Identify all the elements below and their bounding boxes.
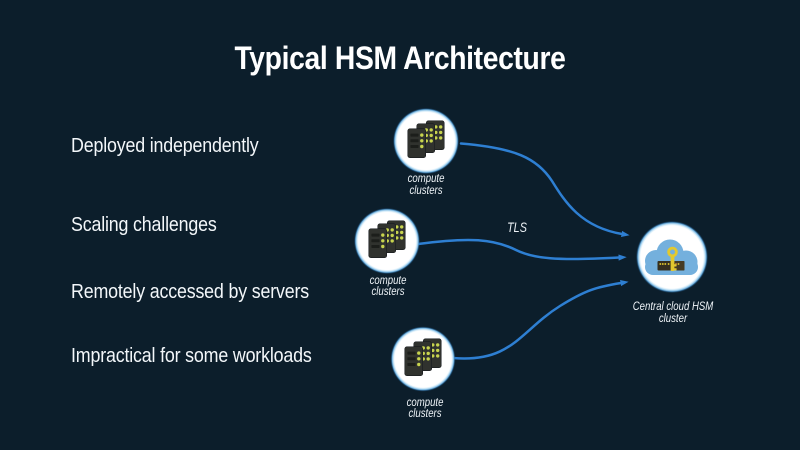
central-node [636,221,708,293]
compute-node-3-label: compute clusters [406,394,444,421]
bullet-impractical-workloads: Impractical for some workloads [71,343,312,367]
arrow-bottom [451,280,629,360]
slide-title: Typical HSM Architecture [234,40,566,76]
compute-node-2 [354,208,420,274]
bullet-remotely-accessed: Remotely accessed by servers [71,280,309,303]
compute-node-3 [390,326,456,392]
central-node-label: Central cloud HSM cluster [632,299,714,326]
arrow-top [459,142,630,237]
cloud-hsm-key-icon [645,239,698,275]
key-icon [667,246,678,271]
tls-label: TLS [507,219,527,235]
compute-node-1 [393,108,459,174]
bullet-scaling-challenges: Scaling challenges [71,212,217,236]
compute-node-1-label: compute clusters [407,171,445,197]
bullet-deployed-independently: Deployed independently [71,134,259,157]
compute-node-2-label: compute clusters [369,272,407,299]
arrows [416,142,630,360]
arrow-middle [416,238,627,261]
